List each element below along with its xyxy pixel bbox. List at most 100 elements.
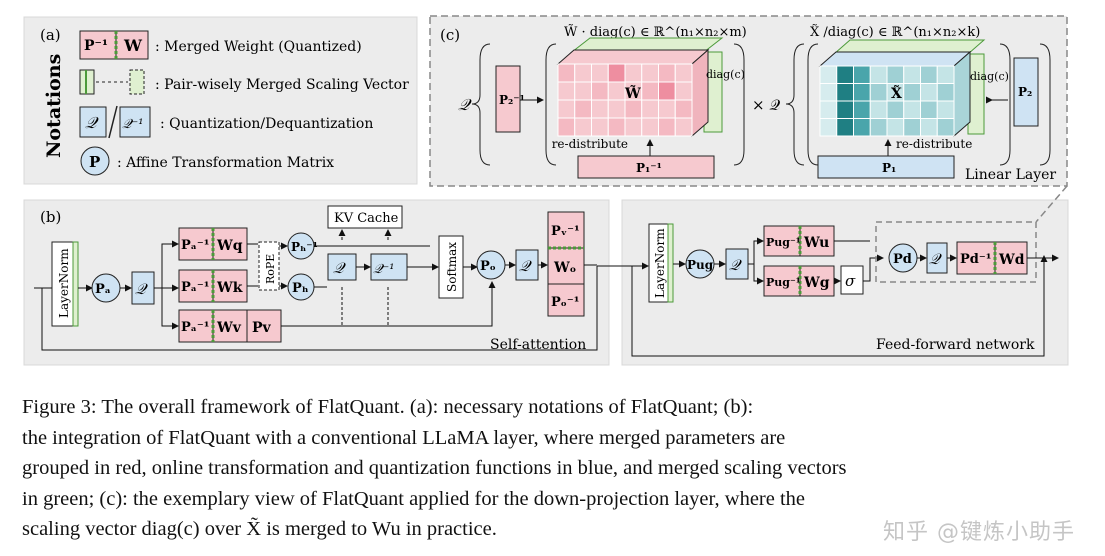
linear-layer-label: Linear Layer — [965, 167, 1056, 183]
grid-cell — [886, 118, 905, 137]
grid-cell — [658, 117, 676, 137]
grid-cell — [658, 81, 676, 101]
panel-a-tag: (a) — [40, 26, 61, 44]
po-node: Pₒ — [480, 259, 496, 274]
watermark: 知乎 @键炼小助手 — [883, 520, 1075, 545]
grid-cell — [674, 99, 693, 119]
legend-p: P — [89, 153, 100, 171]
grid-cell — [607, 117, 626, 137]
p1-inv: P₁⁻¹ — [636, 161, 662, 175]
grid-cell — [903, 65, 921, 84]
grid-cell — [886, 100, 905, 119]
legend-affine: : Affine Transformation Matrix — [117, 155, 334, 171]
grid-cell — [658, 63, 676, 83]
panel-c-tag: (c) — [440, 26, 460, 44]
grid-cell — [641, 81, 659, 101]
q-node-4: 𝒬 — [729, 256, 742, 274]
grid-cell — [674, 63, 693, 83]
grid-cell — [624, 117, 643, 137]
diag-c-right: diag(c) — [970, 70, 1009, 83]
grid-cell — [574, 99, 592, 119]
grid-cell — [869, 100, 888, 119]
grid-cell — [607, 81, 626, 101]
grid-cell — [903, 100, 921, 119]
legend-w: W — [123, 36, 143, 55]
pa-inv-k: Pₐ⁻¹ — [181, 280, 209, 295]
caption-line-4: in green; (c): the exemplary view of Fla… — [22, 487, 806, 510]
pv-inv: Pᵥ⁻¹ — [551, 224, 580, 239]
grid-cell — [574, 63, 592, 83]
grid-cell — [920, 100, 938, 119]
kv-cache: KV Cache — [334, 211, 399, 226]
grid-cell — [641, 117, 659, 137]
ph-node: Pₕ — [292, 281, 309, 296]
grid-cell — [624, 99, 643, 119]
legend-merged-weight: : Merged Weight (Quantized) — [155, 39, 362, 55]
grid-cell — [936, 100, 955, 119]
grid-cell — [836, 100, 854, 119]
wk: Wk — [216, 280, 243, 296]
legend-merged-scaling: : Pair-wisely Merged Scaling Vector — [155, 77, 409, 93]
legend-pinv: P⁻¹ — [84, 38, 108, 54]
caption-line-3: grouped in red, online transformation an… — [22, 457, 847, 479]
grid-cell — [853, 100, 871, 119]
pa-inv-q: Pₐ⁻¹ — [181, 238, 209, 253]
q-node-1: 𝒬 — [135, 280, 148, 298]
softmax: Softmax — [445, 242, 459, 292]
grid-cell — [853, 65, 871, 84]
wu: Wu — [803, 235, 829, 251]
grid-cell — [869, 65, 888, 84]
framework-diagram: (a) Notations P⁻¹ W : Merged Weight (Qua… — [23, 15, 1069, 366]
grid-cell — [920, 118, 938, 137]
caption-line-5: scaling vector diag(c) over X̃ is merged… — [22, 518, 497, 540]
panel-b: (b) LayerNorm Pₐ 𝒬 Pₐ⁻¹ Wq Pₐ⁻¹ Wk — [23, 199, 1069, 366]
x-tilde-cube: X̃ diag(c) — [818, 39, 1009, 138]
grid-cell — [903, 83, 921, 102]
grid-cell — [936, 118, 955, 137]
caption-line-2: the integration of FlatQuant with a conv… — [22, 426, 786, 449]
grid-cell — [886, 65, 905, 84]
redistribute-right: re-distribute — [896, 137, 972, 151]
grid-cell — [574, 117, 592, 137]
legend-qinv: 𝒬⁻¹ — [122, 117, 143, 132]
grid-cell — [869, 118, 888, 137]
grid-cell — [591, 81, 609, 101]
pa-node: Pₐ — [95, 282, 111, 297]
grid-cell — [574, 81, 592, 101]
caption-line-1: Figure 3: The overall framework of FlatQ… — [22, 396, 754, 418]
grid-cell — [936, 83, 955, 102]
grid-cell — [819, 118, 838, 137]
grid-cell — [869, 83, 888, 102]
grid-cell — [853, 118, 871, 137]
grid-cell — [674, 117, 693, 137]
grid-cell — [607, 63, 626, 83]
grid-cell — [607, 99, 626, 119]
grid-cell — [836, 65, 854, 84]
w-tilde: W̃ — [624, 84, 641, 102]
pug-inv-g: Pug⁻¹ — [766, 276, 801, 289]
po-inv: Pₒ⁻¹ — [551, 295, 579, 310]
grid-cell — [591, 63, 609, 83]
grid-cell — [591, 99, 609, 119]
diag-c-left: diag(c) — [706, 68, 745, 81]
q-left: 𝒬 — [458, 95, 472, 114]
sigma: σ — [845, 272, 856, 290]
grid-cell — [836, 118, 854, 137]
x-tilde: X̃ — [891, 84, 902, 102]
pug-inv-u: Pug⁻¹ — [766, 236, 801, 249]
p2-inv: P₂⁻¹ — [499, 93, 525, 107]
p1: P₁ — [882, 161, 896, 175]
q-node-2: 𝒬 — [333, 259, 346, 277]
grid-cell — [624, 63, 643, 83]
panel-a: (a) Notations P⁻¹ W : Merged Weight (Qua… — [23, 16, 418, 185]
times-q: × 𝒬 — [752, 96, 780, 114]
grid-cell — [641, 63, 659, 83]
figure-caption: Figure 3: The overall framework of FlatQ… — [22, 392, 1082, 545]
w-tilde-cube: W̃ diag(c) — [556, 37, 745, 138]
notations-title: Notations — [43, 54, 65, 158]
right-formula: X̃ /diag(c) ∈ ℝ^(n₁×n₂×k) — [810, 24, 980, 40]
self-attention-label: Self-attention — [490, 337, 586, 353]
grid-cell — [936, 65, 955, 84]
grid-cell — [836, 83, 854, 102]
